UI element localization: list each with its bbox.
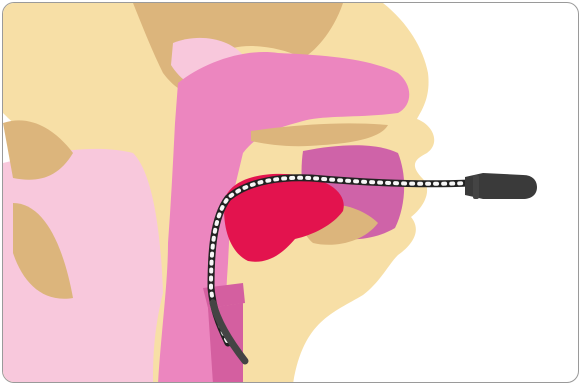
airway-illustration xyxy=(3,3,579,383)
illustration-frame xyxy=(2,2,579,383)
connector-ring xyxy=(473,175,479,199)
